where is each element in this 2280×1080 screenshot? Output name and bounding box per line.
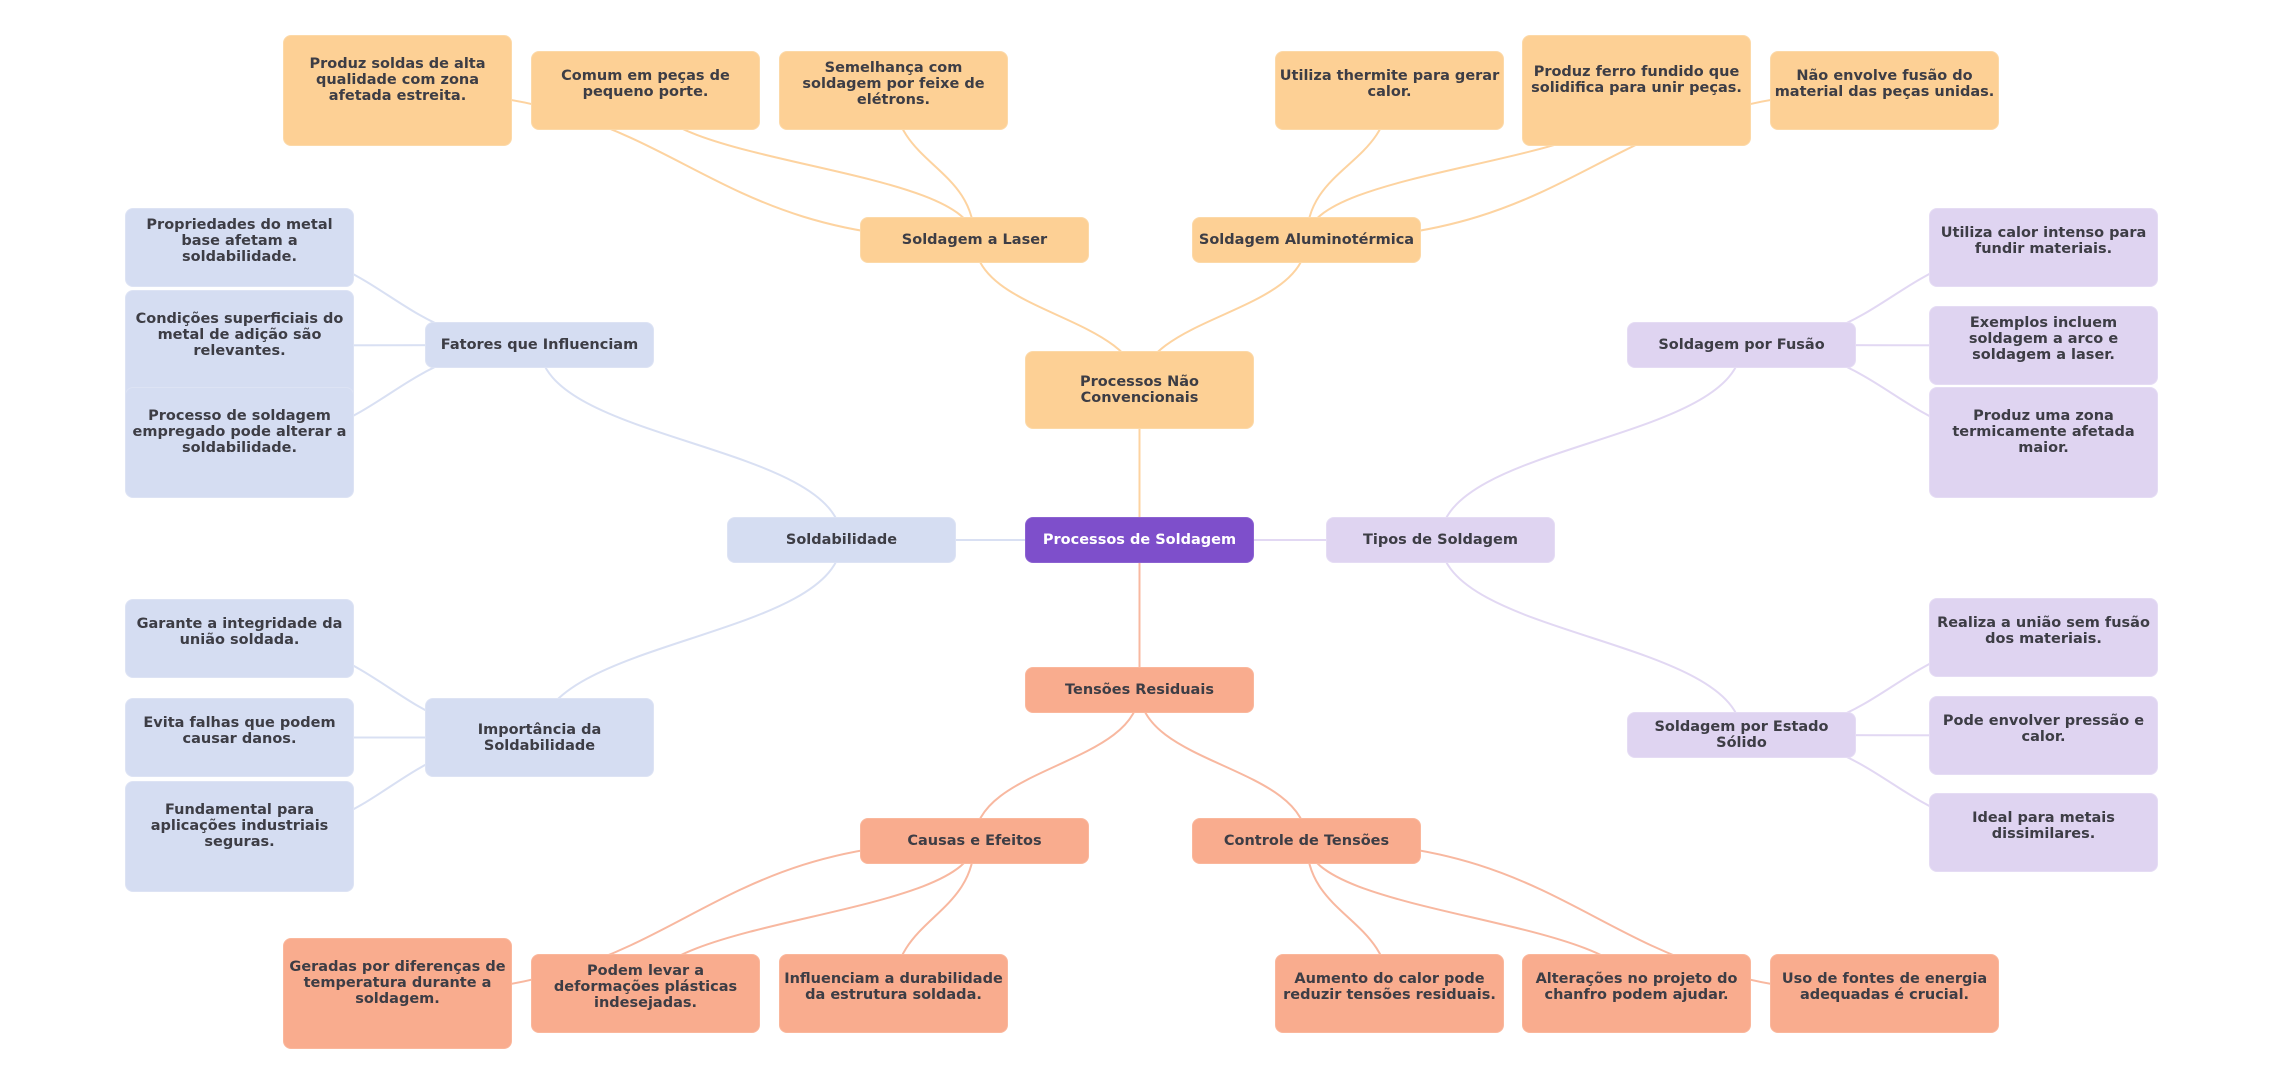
leaf-node[interactable]: Realiza a união sem fusão dos materiais. — [1929, 598, 2158, 677]
leaf-label: Processo de soldagem empregado pode alte… — [132, 407, 347, 456]
leaf-node[interactable]: Utiliza thermite para gerar calor. — [1275, 51, 1504, 130]
leaf-node[interactable]: Garante a integridade da união soldada. — [125, 599, 354, 678]
leaf-node[interactable]: Produz soldas de alta qualidade com zona… — [283, 35, 512, 146]
leaf-label: Realiza a união sem fusão dos materiais. — [1937, 614, 2150, 647]
leaf-node[interactable]: Alterações no projeto do chanfro podem a… — [1522, 954, 1751, 1033]
leaf-node[interactable]: Fundamental para aplicações industriais … — [125, 781, 354, 892]
leaf-node[interactable]: Pode envolver pressão e calor. — [1929, 696, 2158, 775]
leaf-node[interactable]: Uso de fontes de energia adequadas é cru… — [1770, 954, 1999, 1033]
leaf-node[interactable]: Produz ferro fundido que solidifica para… — [1522, 35, 1751, 146]
topic-node-soldagem-laser[interactable]: Soldagem a Laser — [860, 217, 1089, 263]
leaf-label: Produz soldas de alta qualidade com zona… — [309, 55, 486, 104]
leaf-label: Utiliza calor intenso para fundir materi… — [1940, 224, 2147, 257]
connector-line — [973, 689, 1141, 842]
leaf-label: Uso de fontes de energia adequadas é cru… — [1781, 970, 1988, 1003]
leaf-node[interactable]: Aumento do calor pode reduzir tensões re… — [1275, 954, 1504, 1033]
leaf-node[interactable]: Processo de soldagem empregado pode alte… — [125, 387, 354, 498]
leaf-label: Pode envolver pressão e calor. — [1942, 712, 2145, 745]
leaf-node[interactable]: Influenciam a durabilidade da estrutura … — [779, 954, 1008, 1033]
leaf-label: Geradas por diferenças de temperatura du… — [289, 958, 506, 1007]
leaf-label: Fundamental para aplicações industriais … — [150, 801, 329, 850]
branch-label: Tipos de Soldagem — [1362, 532, 1518, 548]
topic-label: Soldagem a Laser — [901, 232, 1048, 248]
topic-node-causas[interactable]: Causas e Efeitos — [860, 818, 1089, 864]
leaf-label: Utiliza thermite para gerar calor. — [1279, 67, 1500, 100]
topic-node-controle[interactable]: Controle de Tensões — [1192, 818, 1421, 864]
topic-node-estado-solido[interactable]: Soldagem por Estado Sólido — [1627, 712, 1856, 758]
topic-node-fatores[interactable]: Fatores que Influenciam — [425, 322, 654, 368]
branch-node-soldabilidade[interactable]: Soldabilidade — [727, 517, 956, 563]
leaf-node[interactable]: Ideal para metais dissimilares. — [1929, 793, 2158, 872]
topic-label: Fatores que Influenciam — [440, 337, 639, 353]
leaf-node[interactable]: Condições superficiais do metal de adiçã… — [125, 290, 354, 401]
branch-label: Soldabilidade — [785, 532, 898, 548]
leaf-node[interactable]: Utiliza calor intenso para fundir materi… — [1929, 208, 2158, 287]
leaf-node[interactable]: Exemplos incluem soldagem a arco e solda… — [1929, 306, 2158, 385]
leaf-label: Podem levar a deformações plásticas inde… — [553, 962, 738, 1011]
branch-node-tipos[interactable]: Tipos de Soldagem — [1326, 517, 1555, 563]
leaf-label: Influenciam a durabilidade da estrutura … — [784, 970, 1003, 1003]
leaf-label: Comum em peças de pequeno porte. — [561, 67, 730, 100]
root-node[interactable]: Processos de Soldagem — [1025, 517, 1254, 563]
topic-label: Soldagem por Estado Sólido — [1654, 719, 1829, 751]
leaf-label: Propriedades do metal base afetam a sold… — [146, 216, 333, 265]
leaf-node[interactable]: Semelhança com soldagem por feixe de elé… — [779, 51, 1008, 130]
leaf-label: Exemplos incluem soldagem a arco e solda… — [1968, 314, 2119, 363]
leaf-label: Produz ferro fundido que solidifica para… — [1531, 63, 1742, 96]
leaf-label: Garante a integridade da união soldada. — [136, 615, 343, 648]
leaf-label: Evita falhas que podem causar danos. — [143, 714, 336, 747]
branch-node-tensoes[interactable]: Tensões Residuais — [1025, 667, 1254, 713]
root-node-label: Processos de Soldagem — [1042, 532, 1237, 548]
topic-node-soldagem-aluminotermica[interactable]: Soldagem Aluminotérmica — [1192, 217, 1421, 263]
topic-label: Importância da Soldabilidade — [477, 721, 602, 754]
branch-node-nao-convencionais[interactable]: Processos Não Convencionais — [1025, 351, 1254, 429]
branch-label: Tensões Residuais — [1065, 682, 1214, 698]
leaf-node[interactable]: Propriedades do metal base afetam a sold… — [125, 208, 354, 287]
leaf-label: Produz uma zona termicamente afetada mai… — [1952, 407, 2135, 456]
leaf-node[interactable]: Evita falhas que podem causar danos. — [125, 698, 354, 777]
leaf-label: Condições superficiais do metal de adiçã… — [135, 310, 344, 359]
leaf-node[interactable]: Podem levar a deformações plásticas inde… — [531, 954, 760, 1033]
leaf-node[interactable]: Comum em peças de pequeno porte. — [531, 51, 760, 130]
topic-label: Soldagem Aluminotérmica — [1198, 232, 1415, 248]
leaf-label: Aumento do calor pode reduzir tensões re… — [1283, 970, 1496, 1003]
leaf-node[interactable]: Geradas por diferenças de temperatura du… — [283, 938, 512, 1049]
topic-label: Controle de Tensões — [1223, 833, 1390, 849]
topic-node-importancia[interactable]: Importância da Soldabilidade — [425, 698, 654, 777]
leaf-label: Alterações no projeto do chanfro podem a… — [1535, 970, 1738, 1003]
connector-line — [1439, 539, 1743, 736]
connector-line — [538, 344, 843, 541]
topic-label: Soldagem por Fusão — [1658, 337, 1825, 353]
branch-label: Processos Não Convencionais — [1080, 374, 1199, 406]
leaf-label: Semelhança com soldagem por feixe de elé… — [802, 59, 985, 108]
leaf-node[interactable]: Produz uma zona termicamente afetada mai… — [1929, 387, 2158, 498]
topic-label: Causas e Efeitos — [907, 833, 1042, 849]
topic-node-fusao[interactable]: Soldagem por Fusão — [1627, 322, 1856, 368]
connector-line — [1439, 344, 1743, 541]
leaf-label: Ideal para metais dissimilares. — [1972, 809, 2115, 842]
connector-line — [1138, 689, 1308, 842]
leaf-label: Não envolve fusão do material das peças … — [1774, 67, 1995, 100]
leaf-node[interactable]: Não envolve fusão do material das peças … — [1770, 51, 1999, 130]
